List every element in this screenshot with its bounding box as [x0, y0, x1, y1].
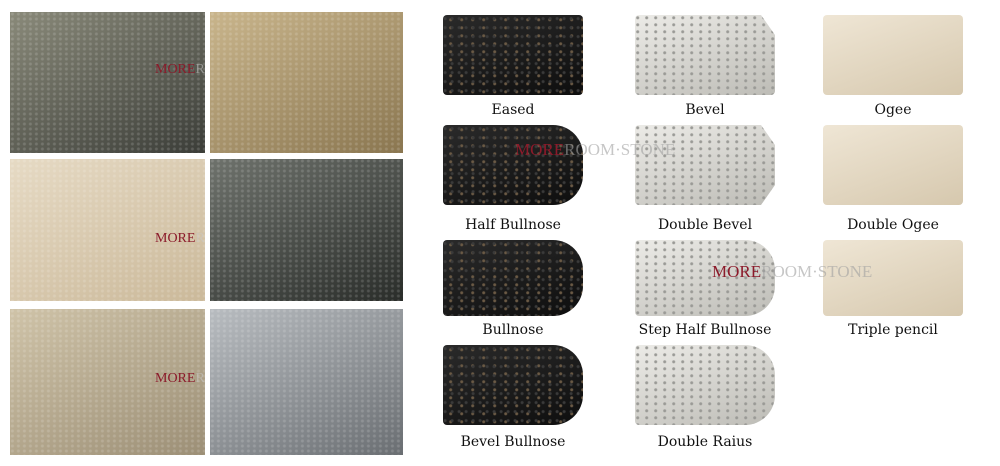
- edge-profile-half-bullnose-image: [443, 125, 583, 205]
- edge-profile-label: Ogee: [874, 102, 912, 118]
- watermark: MOREROOM·STONE: [155, 371, 205, 386]
- edge-profile-bullnose-image: [443, 240, 583, 316]
- edge-profile-label: Step Half Bullnose: [638, 322, 772, 338]
- edge-profile-label: Bevel: [685, 102, 725, 118]
- photo-granite-slab-stack: MOREROOM·STONE: [10, 12, 205, 153]
- edge-profile-triple-pencil-image: [823, 240, 963, 316]
- edge-profile-label: Triple pencil: [848, 322, 938, 338]
- edge-profile-label: Double Bevel: [657, 217, 753, 233]
- photo-yellow-granite-edges: [210, 12, 403, 153]
- photo-beige-quartz-countertop: MOREROOM·STONE: [10, 159, 205, 301]
- edge-profile-label: Half Bullnose: [465, 217, 561, 233]
- photo-granite-edge-closeup: MOREROOM·STONE: [10, 309, 205, 455]
- edge-profile-step-half-bullnose-image: [635, 240, 775, 316]
- watermark: MOREROOM·STONE: [155, 231, 205, 246]
- edge-profile-double-raius-image: [635, 345, 775, 425]
- edge-profile-double-ogee-image: [823, 125, 963, 205]
- edge-profile-label: Double Raius: [657, 434, 753, 450]
- edge-profile-label: Double Ogee: [847, 217, 939, 233]
- watermark: MOREROOM·STONE: [515, 140, 676, 159]
- photo-grey-granite-sink-cutouts: [210, 309, 403, 455]
- edge-profile-ogee-image: [823, 15, 963, 95]
- edge-profile-double-bevel-image: [635, 125, 775, 205]
- watermark: MOREROOM·STONE: [155, 62, 205, 77]
- edge-profile-label: Eased: [491, 102, 535, 118]
- edge-profile-bevel-bullnose-image: [443, 345, 583, 425]
- edge-profile-label: Bevel Bullnose: [460, 434, 566, 450]
- photo-dark-granite-countertop: [210, 159, 403, 301]
- edge-profile-eased-image: [443, 15, 583, 95]
- edge-profile-bevel-image: [635, 15, 775, 95]
- watermark: MOREROOM·STONE: [712, 262, 873, 281]
- edge-profile-label: Bullnose: [482, 322, 544, 338]
